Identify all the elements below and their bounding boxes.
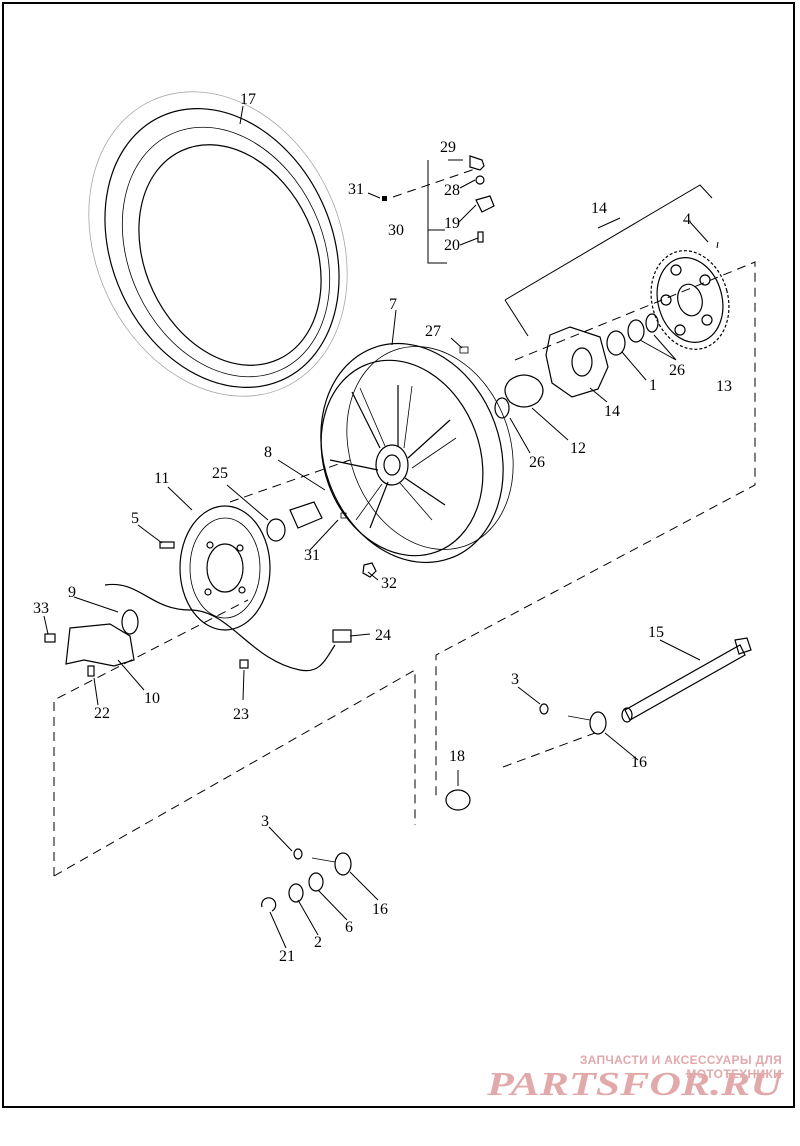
callout-14-bottom: 14 — [604, 403, 620, 420]
callout-11: 11 — [154, 470, 169, 487]
callout-27: 27 — [425, 323, 441, 340]
caliper-bracket-and-sensor — [44, 583, 352, 677]
callout-2: 2 — [314, 934, 322, 951]
rear-sprocket — [650, 241, 730, 350]
callout-22: 22 — [94, 705, 110, 722]
watermark-logo: PARTSFOR.RU — [487, 1066, 785, 1101]
valve-assembly — [382, 155, 495, 264]
callout-9: 9 — [68, 584, 76, 601]
callout-15: 15 — [648, 624, 664, 641]
callout-31-top: 31 — [348, 181, 364, 198]
callout-1: 1 — [649, 377, 657, 394]
callout-17: 17 — [240, 91, 256, 108]
callout-4: 4 — [683, 211, 691, 228]
sprocket-carrier — [494, 313, 659, 419]
callout-labels: 17 29 28 31 19 30 20 14 4 7 27 26 1 13 1… — [33, 91, 732, 965]
callout-16-right: 16 — [631, 754, 647, 771]
watermark-tagline: ЗАПЧАСТИ И АКСЕССУАРЫ ДЛЯ МОТОТЕХНИКИ — [579, 1053, 782, 1081]
brake-disc-and-spacers — [159, 501, 323, 631]
callout-5: 5 — [131, 510, 139, 527]
callout-25: 25 — [212, 465, 228, 482]
assembly-guide-lines — [53, 184, 756, 877]
callout-31-bottom: 31 — [304, 547, 320, 564]
tire — [88, 91, 348, 397]
callout-30: 30 — [388, 222, 404, 239]
leader-lines — [43, 105, 709, 949]
callout-29: 29 — [440, 139, 456, 156]
callout-33: 33 — [33, 600, 49, 617]
callout-24: 24 — [375, 627, 391, 644]
callout-26-right: 26 — [669, 362, 685, 379]
callout-8: 8 — [264, 444, 272, 461]
callout-20: 20 — [444, 237, 460, 254]
wheel — [320, 342, 514, 578]
rear-axle — [261, 637, 752, 912]
diagram-border — [2, 2, 795, 1108]
callout-19: 19 — [444, 215, 460, 232]
callout-13: 13 — [716, 378, 732, 395]
callout-32: 32 — [381, 575, 397, 592]
callout-3-right: 3 — [511, 671, 519, 688]
callout-23: 23 — [233, 706, 249, 723]
callout-16-bottom: 16 — [372, 901, 388, 918]
callout-12: 12 — [570, 440, 586, 457]
callout-21: 21 — [279, 948, 295, 965]
callout-7: 7 — [389, 296, 397, 313]
callout-6: 6 — [345, 919, 353, 936]
callout-18: 18 — [449, 748, 465, 765]
watermark-logo-text: PARTSFOR.RU — [487, 1066, 785, 1101]
callout-3-bottom: 3 — [261, 813, 269, 830]
callout-26-left: 26 — [529, 454, 545, 471]
callout-10: 10 — [144, 690, 160, 707]
callout-14-top: 14 — [591, 200, 607, 217]
callout-28: 28 — [444, 182, 460, 199]
